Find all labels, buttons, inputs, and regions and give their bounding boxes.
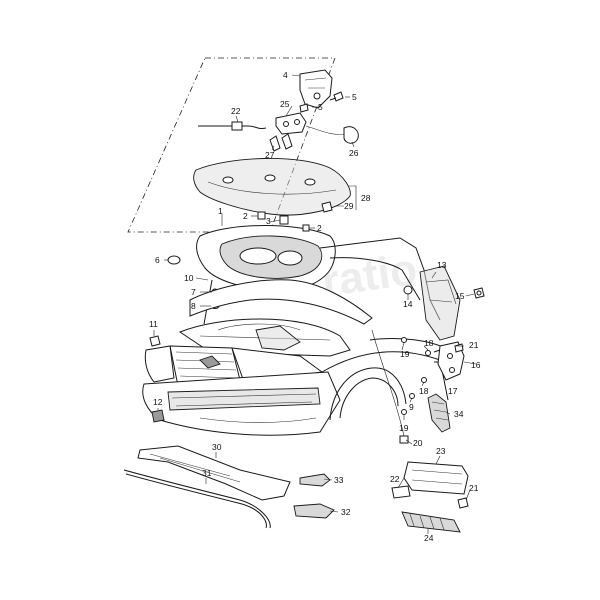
callout-29: 29 — [344, 201, 354, 211]
callout-10: 10 — [184, 273, 194, 283]
callout-19: 19 — [400, 349, 410, 359]
release-cable-22 — [198, 121, 267, 131]
callout-30: 30 — [212, 442, 222, 452]
callout-25: 25 — [280, 99, 290, 109]
leader-lines — [153, 74, 477, 534]
clip-19-b — [401, 409, 407, 415]
bolt-18-a — [425, 350, 431, 356]
callout-22: 22 — [231, 106, 241, 116]
car-body — [142, 237, 451, 436]
callout-5: 5 — [318, 102, 323, 112]
cover-32 — [293, 503, 335, 519]
hood-insulation-mat — [193, 158, 351, 216]
callout-34: 34 — [454, 409, 464, 419]
bracket-23 — [403, 461, 469, 495]
callout-19: 19 — [399, 423, 409, 433]
callout-13: 13 — [437, 260, 447, 270]
callout-12: 12 — [153, 397, 163, 407]
callout-labels: 1 2 2 3 4 5 5 6 7 8 9 10 11 12 13 14 15 … — [149, 70, 481, 543]
callout-21: 21 — [469, 340, 479, 350]
callout-20: 20 — [413, 438, 423, 448]
callout-18: 18 — [419, 386, 429, 396]
clip-19-a — [401, 337, 407, 343]
bolt-5-b — [299, 103, 309, 113]
callout-6: 6 — [155, 255, 160, 265]
callout-22: 22 — [390, 474, 400, 484]
clip-29 — [321, 201, 333, 213]
callout-15: 15 — [455, 291, 465, 301]
callout-33: 33 — [334, 475, 344, 485]
clip-9 — [409, 393, 415, 399]
clip-14 — [403, 285, 413, 295]
callout-4: 4 — [283, 70, 288, 80]
bolt-18-b — [421, 377, 427, 383]
callout-24: 24 — [424, 533, 434, 543]
bolt-21-b — [457, 497, 469, 509]
callout-23: 23 — [436, 446, 446, 456]
callout-16: 16 — [471, 360, 481, 370]
screws-27 — [269, 133, 293, 152]
callout-31: 31 — [202, 468, 212, 478]
buffer-2-a — [257, 211, 266, 220]
grille-insert-24 — [401, 511, 461, 533]
rubber-buffer-6 — [167, 255, 181, 265]
fender-bracket-13 — [419, 265, 461, 341]
plenum-cover-30 — [137, 445, 291, 501]
hood-lock — [275, 112, 347, 135]
callout-8: 8 — [191, 301, 196, 311]
screw-15 — [473, 287, 485, 299]
buffer-3 — [279, 215, 289, 225]
cover-33 — [299, 473, 331, 487]
callout-18: 18 — [424, 338, 434, 348]
callout-7: 7 — [191, 287, 196, 297]
cap-20 — [399, 435, 409, 444]
seal-31 — [123, 469, 271, 529]
callout-1: 1 — [218, 206, 223, 216]
callout-9: 9 — [409, 402, 414, 412]
hood — [196, 225, 336, 291]
callout-32: 32 — [341, 507, 351, 517]
callout-3: 3 — [266, 216, 271, 226]
callout-11: 11 — [149, 319, 158, 329]
hood-lock-carrier — [299, 69, 333, 109]
cable-grommet-26 — [343, 126, 359, 144]
callout-28: 28 — [361, 193, 371, 203]
release-handle-34 — [427, 393, 451, 433]
bolt-5-a — [329, 91, 344, 102]
callout-2: 2 — [317, 223, 322, 233]
callout-21: 21 — [469, 483, 479, 493]
callout-2: 2 — [243, 211, 248, 221]
callout-5: 5 — [352, 92, 357, 102]
callout-17: 17 — [448, 386, 458, 396]
nozzle-22 — [391, 485, 411, 499]
rubber-buffer-11 — [149, 335, 161, 347]
sensor-12 — [151, 409, 165, 423]
callout-27: 27 — [265, 150, 275, 160]
callout-14: 14 — [403, 299, 413, 309]
bolt-21-a — [454, 343, 464, 353]
callout-26: 26 — [349, 148, 359, 158]
buffer-2-b — [302, 224, 310, 232]
